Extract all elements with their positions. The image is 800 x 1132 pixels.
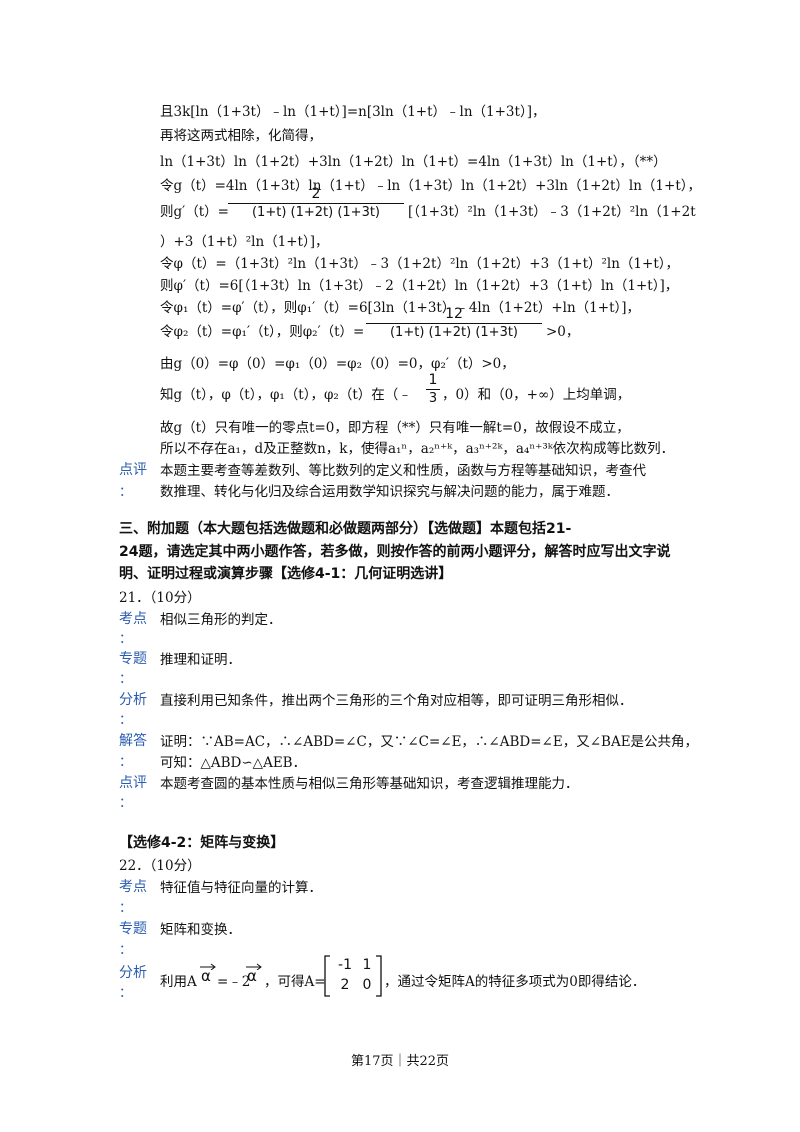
- label-zhuanti: 专题: [119, 921, 147, 937]
- label-colon: ：: [119, 796, 133, 811]
- fraction-denominator: (1+t) (1+2t) (1+3t): [389, 325, 519, 340]
- solution-line-1: 且3k[ln（1+3t）﹣ln（1+t）]=n[3ln（1+t）﹣ln（1+3t…: [160, 104, 546, 120]
- label-colon: ：: [119, 986, 133, 1001]
- label-colon: ：: [119, 943, 133, 958]
- label-colon: ：: [119, 755, 133, 770]
- q21-number: 21．（10分）: [119, 590, 201, 606]
- label-colon: ：: [119, 632, 133, 647]
- label-colon: ：: [119, 901, 133, 916]
- q21-zhuanti: 推理和证明．: [160, 652, 241, 668]
- comment-line-1: 本题主要考查等差数列、等比数列的定义和性质，函数与方程等基础知识，考查代: [160, 463, 646, 479]
- fraction-numerator: 1: [426, 372, 440, 390]
- section-title-line-2: 24题，请选定其中两小题作答，若多做，则按作答的前两小题评分，解答时应写出文字说: [119, 544, 671, 560]
- solution-line-6: [（1+3t）²ln（1+3t）﹣3（1+2t）²ln（1+2t: [408, 204, 696, 220]
- label-dianping: 点评: [119, 775, 147, 791]
- fraction-denominator: (1+t) (1+2t) (1+3t): [251, 205, 381, 220]
- solution-line-8: 令φ（t）=（1+3t）²ln（1+3t）﹣3（1+2t）²ln（1+2t）+3…: [160, 256, 680, 272]
- fraction-denominator: 3: [428, 391, 438, 406]
- q22-kaodian: 特征值与特征向量的计算．: [160, 880, 322, 896]
- q21-kaodian: 相似三角形的判定．: [160, 612, 282, 628]
- solution-line-10: 令φ₁（t）=φ′（t），则φ₁′（t）=6[3ln（1+3t）﹣4ln（1+2…: [160, 300, 641, 316]
- fraction-2-over-product: 2 (1+t) (1+2t) (1+3t): [228, 186, 404, 220]
- solution-line-4: 令g（t）=4ln（1+3t）ln（1+t）﹣ln（1+3t）ln（1+2t）+…: [160, 178, 702, 194]
- solution-line-5: 则g′（t）=: [160, 204, 229, 220]
- vector-arrow-icon: [200, 963, 216, 971]
- solution-line-12: >0，: [546, 324, 580, 340]
- vector-arrow-icon: [246, 963, 262, 971]
- label-fenxi: 分析: [119, 692, 147, 708]
- solution-line-9: 则φ′（t）=6[（1+3t）ln（1+3t）﹣2（1+2t）ln（1+2t）+…: [160, 278, 679, 294]
- q22-number: 22．（10分）: [119, 858, 201, 874]
- label-kaodian: 考点: [119, 611, 147, 627]
- q22-fenxi-part-a: 利用A: [160, 974, 197, 990]
- comment-line-2: 数推理、转化与化归及综合运用数学知识探究与解决问题的能力，属于难题．: [160, 484, 619, 500]
- solution-line-3: ln（1+3t）ln（1+2t）+3ln（1+2t）ln（1+t）=4ln（1+…: [160, 154, 667, 170]
- q21-fenxi: 直接利用已知条件，推出两个三角形的三个角对应相等，即可证明三角形相似．: [160, 693, 633, 709]
- label-colon: ：: [119, 672, 133, 687]
- vector-alpha: [245, 958, 263, 974]
- solution-line-13: 由g（0）=φ（0）=φ₁（0）=φ₂（0）=0，φ₂′（t）>0，: [160, 356, 515, 372]
- label-fenxi: 分析: [119, 965, 147, 981]
- matrix-cell: 0: [362, 977, 372, 993]
- solution-line-11: 令φ₂（t）=φ₁′（t），则φ₂′（t）=: [160, 324, 365, 340]
- fraction-numerator: 12: [366, 306, 542, 324]
- q21-dianping: 本题考查圆的基本性质与相似三角形等基础知识，考查逻辑推理能力．: [160, 776, 579, 792]
- q21-jieda-line-2: 可知：△ABD∽△AEB．: [160, 755, 307, 771]
- matrix-cell: 2: [340, 977, 350, 993]
- fraction-one-third: 1 3: [426, 372, 440, 406]
- matrix-brackets-icon: [324, 955, 382, 997]
- solution-line-14: 知g（t），φ（t），φ₁（t），φ₂（t）在（﹣: [160, 387, 412, 403]
- fraction-12-over-product: 12 (1+t) (1+2t) (1+3t): [366, 306, 542, 340]
- solution-line-2: 再将这两式相除，化简得，: [160, 128, 322, 144]
- fraction-numerator: 2: [228, 186, 404, 204]
- q22-fenxi-part-d: ，通过令矩阵A的特征多项式为0即得结论．: [384, 974, 646, 990]
- alpha-symbol: α: [247, 967, 257, 985]
- label-zhuanti: 专题: [119, 651, 147, 667]
- label-jieda: 解答: [119, 733, 147, 749]
- q21-jieda-line-1: 证明：∵AB=AC，∴∠ABD=∠C，又∵∠C=∠E，∴∠ABD=∠E，又∠BA…: [160, 734, 699, 750]
- section-title-line-3: 明、证明过程或演算步骤【选修4-1：几何证明选讲】: [119, 566, 453, 582]
- page-footer: 第17页｜共22页: [350, 1054, 450, 1069]
- q22-fenxi-part-b: =﹣2: [217, 974, 251, 990]
- q22-heading: 【选修4-2：矩阵与变换】: [119, 835, 285, 851]
- matrix-A: -1 1 2 0: [324, 955, 382, 997]
- label-kaodian: 考点: [119, 879, 147, 895]
- vector-alpha: [199, 958, 217, 974]
- section-title-line-1: 三、附加题（本大题包括选做题和必做题两部分）【选做题】本题包括21-: [119, 521, 572, 537]
- label-colon: ：: [119, 485, 133, 500]
- q22-zhuanti: 矩阵和变换．: [160, 922, 241, 938]
- label-dianping: 点评: [119, 462, 147, 478]
- solution-line-17: 所以不存在a₁，d及正整数n，k，使得a₁ⁿ，a₂ⁿ⁺ᵏ，a₃ⁿ⁺²ᵏ，a₄ⁿ⁺…: [160, 441, 675, 457]
- solution-line-15: ，0）和（0，+∞）上均单调，: [442, 387, 631, 403]
- q22-fenxi-part-c: ，可得A=: [264, 974, 326, 990]
- solution-line-16: 故g（t）只有唯一的零点t=0，即方程（**）只有唯一解t=0，故假设不成立，: [160, 420, 630, 436]
- matrix-cell: 1: [362, 957, 372, 973]
- alpha-symbol: α: [201, 967, 211, 985]
- solution-line-7: ）+3（1+t）²ln（1+t）]，: [160, 234, 329, 250]
- matrix-cell: -1: [338, 957, 352, 973]
- label-colon: ：: [119, 713, 133, 728]
